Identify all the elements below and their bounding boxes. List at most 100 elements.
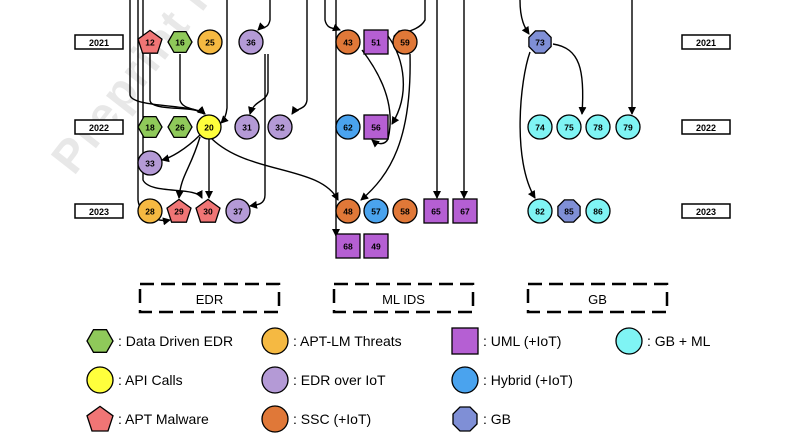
legend-label: : EDR over IoT [293,372,386,388]
svg-text:2021: 2021 [696,38,716,48]
edge-24 [552,43,587,115]
ssc-shape [335,198,361,224]
edge-20 [360,53,411,201]
node-12: 12 [137,29,163,54]
ssc-shape [392,29,418,55]
legend-label: : GB [483,411,511,427]
edge-25 [519,51,536,199]
legend-item-uml: : UML (+IoT) [451,327,561,355]
hybrid-shape [335,114,361,140]
edge-4 [142,0,203,199]
node-56: 56 [363,114,389,140]
edge-13 [161,134,201,163]
node-25: 25 [197,29,223,55]
gb-shape [557,199,581,223]
legend-item-data-driven-edr: : Data Driven EDR [86,329,233,353]
node-74: 74 [527,114,553,140]
hybrid-shape [363,198,389,224]
year-labels: 2021 2022 2023 2021 2022 2023 [74,34,731,219]
node-79: 79 [615,114,641,140]
svg-text:2023: 2023 [89,207,109,217]
category-boxes: EDR ML IDS GB [138,282,669,314]
node-label: 36 [246,38,256,48]
node-label: 58 [400,207,410,217]
node-label: 62 [343,123,353,133]
gb-shape [528,30,552,54]
node-32: 32 [267,114,293,140]
edge-2 [129,0,205,115]
legend: : Data Driven EDR: APT-LM Threats: UML (… [86,327,711,433]
legend-item-hybrid: : Hybrid (+IoT) [451,366,573,394]
legend-item-gb: : GB [452,406,511,432]
node-label: 30 [203,207,213,217]
uml-legend-icon [451,327,479,355]
year-label-2021-right: 2021 [681,34,731,50]
node-37: 37 [225,198,251,224]
apt-lm-threats-legend-icon [261,327,289,355]
node-31: 31 [234,114,260,140]
node-label: 43 [343,38,353,48]
legend-item-edr-over-iot: : EDR over IoT [261,366,386,394]
node-label: 82 [535,207,545,217]
edge-6 [257,0,271,31]
node-label: 85 [564,207,574,217]
node-62: 62 [335,114,361,140]
node-label: 68 [343,242,353,252]
node-67: 67 [452,198,478,224]
gb-ml-shape [585,114,611,140]
edge-12 [211,138,339,201]
gb-ml-shape [527,198,553,224]
node-label: 16 [175,38,185,48]
year-label-2022-left: 2022 [74,119,124,135]
node-label: 75 [564,123,574,133]
node-label: 28 [145,207,155,217]
node-label: 12 [145,38,155,48]
year-label-2022-right: 2022 [681,119,731,135]
node-78: 78 [585,114,611,140]
year-label-2023-right: 2023 [681,203,731,219]
apt-malware-shape [137,29,163,54]
node-73: 73 [528,30,552,54]
node-label: 51 [371,38,381,48]
node-65: 65 [423,198,449,224]
legend-label: : Hybrid (+IoT) [483,372,573,388]
node-51: 51 [363,29,389,55]
data-driven-edr-shape [167,115,193,139]
node-label: 49 [371,242,381,252]
category-ml-ids: ML IDS [332,282,475,314]
data-driven-edr-shape [167,30,193,54]
node-30: 30 [195,198,221,223]
node-label: 59 [400,38,410,48]
node-label: 18 [145,123,155,133]
node-label: 73 [535,38,545,48]
node-label: 65 [431,207,441,217]
category-gb: GB [526,282,669,314]
gb-ml-shape [556,114,582,140]
node-57: 57 [363,198,389,224]
svg-text:GB: GB [588,292,607,307]
gb-ml-shape [585,198,611,224]
node-18: 18 [137,115,163,139]
gb-ml-shape [615,114,641,140]
node-59: 59 [392,29,418,55]
node-label: 79 [623,123,633,133]
edge-9 [249,54,266,209]
legend-item-gb-ml: : GB + ML [615,327,711,355]
node-85: 85 [557,199,581,223]
apt-malware-shape [166,198,192,223]
legend-label: : GB + ML [647,333,711,349]
node-58: 58 [392,198,418,224]
hybrid-legend-icon [451,366,479,394]
apt-lm-threats-shape [137,198,163,224]
data-driven-edr-shape [137,115,163,139]
node-label: 37 [233,207,243,217]
edge-22 [519,0,530,35]
node-49: 49 [363,233,389,259]
edr-over-iot-shape [225,198,251,224]
node-label: 29 [174,207,184,217]
node-26: 26 [167,115,193,139]
edge-8 [291,0,308,115]
apt-malware-legend-icon [86,405,114,432]
